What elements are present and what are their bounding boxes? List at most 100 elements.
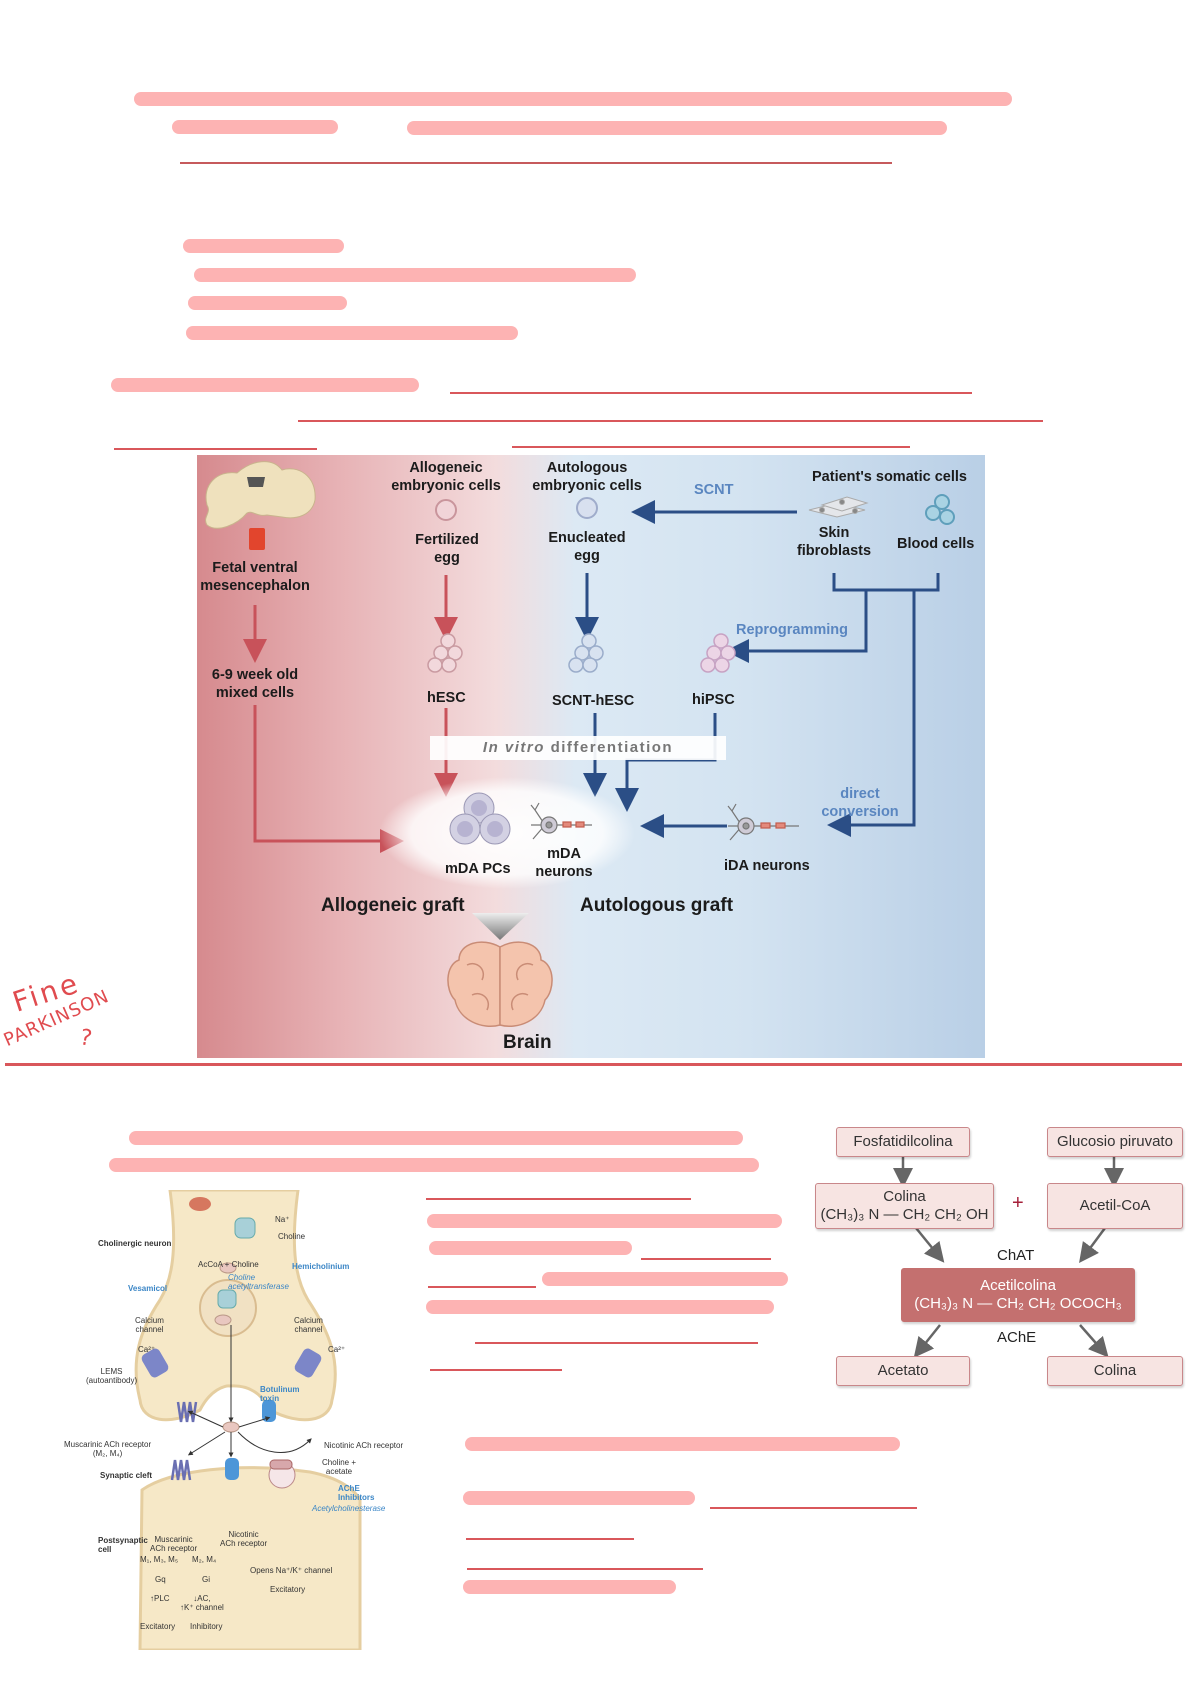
label-postsynaptic-cell: Postsynaptic cell [98,1536,148,1554]
label-nicotinic-pre: Nicotinic ACh receptor [324,1441,404,1450]
box-glucosio-piruvato: Glucosio piruvato [1047,1127,1183,1157]
arrow-reprogramming [725,590,868,663]
mda-neuron-icon [530,802,592,840]
acetato-text: Acetato [877,1362,929,1379]
redacted-list-item [186,326,518,340]
ach-cleft [222,1421,240,1433]
cholinergic-synapse-figure: Cholinergic neuron Na⁺ Choline Hemicholi… [60,1190,420,1650]
label-patient-somatic-cells: Patient's somatic cells [812,469,967,485]
label-autologous-cells: Autologous embryonic cells [532,460,642,494]
arrow-mixed-to-graft [253,705,404,853]
label-hipsc: hiPSC [692,692,735,708]
calcium-channel-left-icon [141,1348,169,1378]
acetil-coa-text: Acetil-CoA [1079,1197,1151,1214]
underline [466,1538,634,1540]
underline [475,1342,758,1344]
scnt-hesc-cluster-icon [568,633,604,673]
label-ida-neurons: iDA neurons [724,858,810,874]
label-allogeneic-cells: Allogeneic embryonic cells [391,460,501,494]
colina-formula: (CH₃)₃ N — CH₂ CH₂ OH [820,1206,989,1223]
label-hemicholinium: Hemicholinium [292,1262,350,1271]
label-blood-cells: Blood cells [897,536,975,552]
funnel-arrow-icon [472,913,529,940]
label-accoa-choline: AcCoA + Choline [198,1260,259,1269]
label-gq: Gq [155,1575,166,1584]
label-fertilized-egg: Fertilized egg [415,532,479,566]
label-na: Na⁺ [275,1215,290,1224]
label-excitatory-nicotinic: Excitatory [270,1585,306,1594]
redacted-text [426,1300,774,1314]
label-enucleated-egg: Enucleated egg [548,530,626,564]
redacted-text [463,1580,676,1594]
underline [467,1568,703,1570]
label-cholinergic-neuron: Cholinergic neuron [98,1239,172,1248]
muscarinic-post-receptor-icon [170,1459,192,1481]
box-colina: Colina (CH₃)₃ N — CH₂ CH₂ OH [815,1183,994,1229]
label-reprogramming: Reprogramming [736,622,848,638]
brain-icon [447,941,553,1027]
box-fosfatidilcolina: Fosfatidilcolina [836,1127,970,1157]
fetal-brain-icon [205,461,316,529]
redacted-list-item [194,268,636,282]
label-mixed-cells: 6-9 week old mixed cells [211,667,299,701]
label-choline-acetate: Choline + acetate [322,1458,357,1476]
underline [428,1286,536,1288]
glucosio-text: Glucosio piruvato [1057,1133,1173,1150]
box-colina-product: Colina [1047,1356,1183,1386]
mesencephalon-section [247,477,265,487]
underline [641,1258,771,1260]
label-muscarinic-post: Muscarinic ACh receptor [150,1535,198,1553]
underline [430,1369,562,1371]
label-lems: LEMS (autoantibody) [86,1367,138,1385]
redacted-heading [129,1131,743,1145]
ida-neuron-icon [727,803,799,841]
box-acetilcolina: Acetilcolina (CH₃)₃ N — CH₂ CH₂ OCOCH₃ [901,1268,1135,1322]
colina-product-text: Colina [1093,1362,1137,1379]
label-skin-fibroblasts: Skin fibroblasts [796,525,872,559]
cell-therapy-figure: Allogeneic embryonic cells Autologous em… [197,455,985,1058]
label-in-vitro: In vitro [482,739,545,756]
bracket-somatic [832,573,940,592]
label-opens-channel: Opens Na⁺/K⁺ channel [250,1566,333,1575]
ach-molecule [214,1314,232,1326]
label-mda-neurons: mDA neurons [535,846,593,880]
label-vesamicol: Vesamicol [128,1284,168,1293]
label-allogeneic-graft: Allogeneic graft [321,895,465,916]
label-acetylcholinesterase: Acetylcholinesterase [312,1504,386,1513]
underline [114,448,317,450]
synapse-graphics [134,1190,362,1650]
redacted-text [429,1241,632,1255]
enucleated-egg-icon [576,497,598,519]
label-brain: Brain [503,1032,552,1053]
redacted-text [427,1214,782,1228]
redacted-text [465,1437,900,1451]
label-direct-conversion: direct conversion [821,786,899,820]
label-m24: M₂, M₄ [192,1555,217,1564]
redacted-paragraph [111,378,419,392]
mda-pcs-icon [449,792,511,845]
label-botulinum: Botulinum toxin [260,1385,300,1403]
underline [512,446,910,448]
tissue-block-icon [249,528,265,550]
underline [298,420,1043,422]
label-ache: AChE [997,1329,1037,1346]
skin-fibroblasts-icon [808,496,869,518]
acetilcolina-formula: (CH₃)₃ N — CH₂ CH₂ OCOCH₃ [914,1295,1122,1312]
acetilcolina-name: Acetilcolina [980,1277,1056,1294]
box-acetato: Acetato [836,1356,970,1386]
redacted-subtitle-right [407,121,947,135]
arrow-ach-to-colina [1079,1324,1109,1358]
calcium-channel-right-icon [294,1348,322,1378]
in-vitro-differentiation-banner: In vitro differentiation [430,736,726,760]
label-ca-right: Ca²⁺ [328,1345,346,1354]
label-scnt: SCNT [694,482,734,498]
label-chat: ChAT [997,1247,1035,1264]
underline [450,392,972,394]
redacted-list-item [188,296,347,310]
label-hesc: hESC [427,690,466,706]
muscarinic-pre-receptor-icon [176,1401,198,1423]
label-plc: ↑PLC [150,1594,170,1603]
hipsc-cluster-icon [700,633,736,673]
ach-molecule [219,1262,237,1274]
arrow-direct-conversion [827,590,916,837]
